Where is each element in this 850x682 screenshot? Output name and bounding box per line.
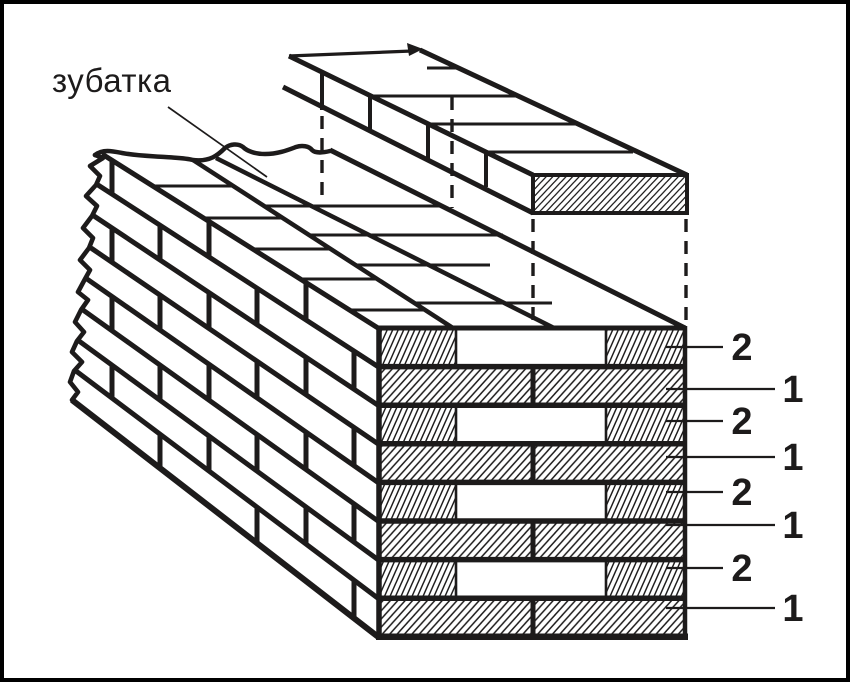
- course-line: [96, 182, 380, 369]
- course-line: [85, 276, 380, 485]
- torn-top-edge: [92, 142, 333, 163]
- course-line: [74, 369, 380, 601]
- recess-longitudinal-joint: [214, 155, 556, 331]
- course-line: [77, 338, 380, 562]
- callout-label: зубатка: [52, 62, 172, 99]
- course-line: [89, 245, 380, 446]
- course-number-label: 2: [731, 548, 752, 590]
- wall-back-top-edge: [328, 147, 687, 331]
- stretcher-cut-left: [378, 481, 458, 523]
- stretcher-cut-right: [604, 481, 687, 523]
- laying-direction-arrowhead: [407, 43, 423, 56]
- course-line: [70, 397, 380, 640]
- front-row-back-edge: [191, 158, 455, 330]
- laying-direction-line: [288, 49, 413, 58]
- course-number-label: 2: [731, 472, 752, 514]
- projection-dashed-lines: [320, 97, 688, 326]
- wall-end-cross-section: [376, 325, 688, 641]
- floating-brick-course: [281, 43, 689, 216]
- float-front-top-edge: [287, 53, 535, 178]
- course-number-label: 1: [782, 369, 803, 411]
- float-back-top-edge: [418, 47, 689, 178]
- course-number-label: 1: [782, 588, 803, 630]
- torn-edge: [67, 152, 106, 403]
- wall-top-face: [92, 142, 687, 331]
- course-number-label: 2: [731, 401, 752, 443]
- course-line: [81, 307, 380, 524]
- course-line: [100, 151, 380, 331]
- wall-front-face: [67, 151, 380, 640]
- stretcher-cut-left: [378, 558, 458, 600]
- stretcher-cut-left: [378, 326, 458, 368]
- float-end-face: [531, 173, 689, 215]
- callout-leader-line: [167, 106, 268, 178]
- stretcher-cut-left: [378, 403, 458, 446]
- course-number-label: 1: [782, 505, 803, 547]
- stretcher-cut-right: [604, 558, 687, 600]
- float-front-bottom-edge: [281, 84, 535, 216]
- course-number-label: 1: [782, 437, 803, 479]
- stretcher-cut-right: [604, 403, 687, 446]
- course-line: [92, 213, 380, 408]
- course-number-label: 2: [731, 327, 752, 369]
